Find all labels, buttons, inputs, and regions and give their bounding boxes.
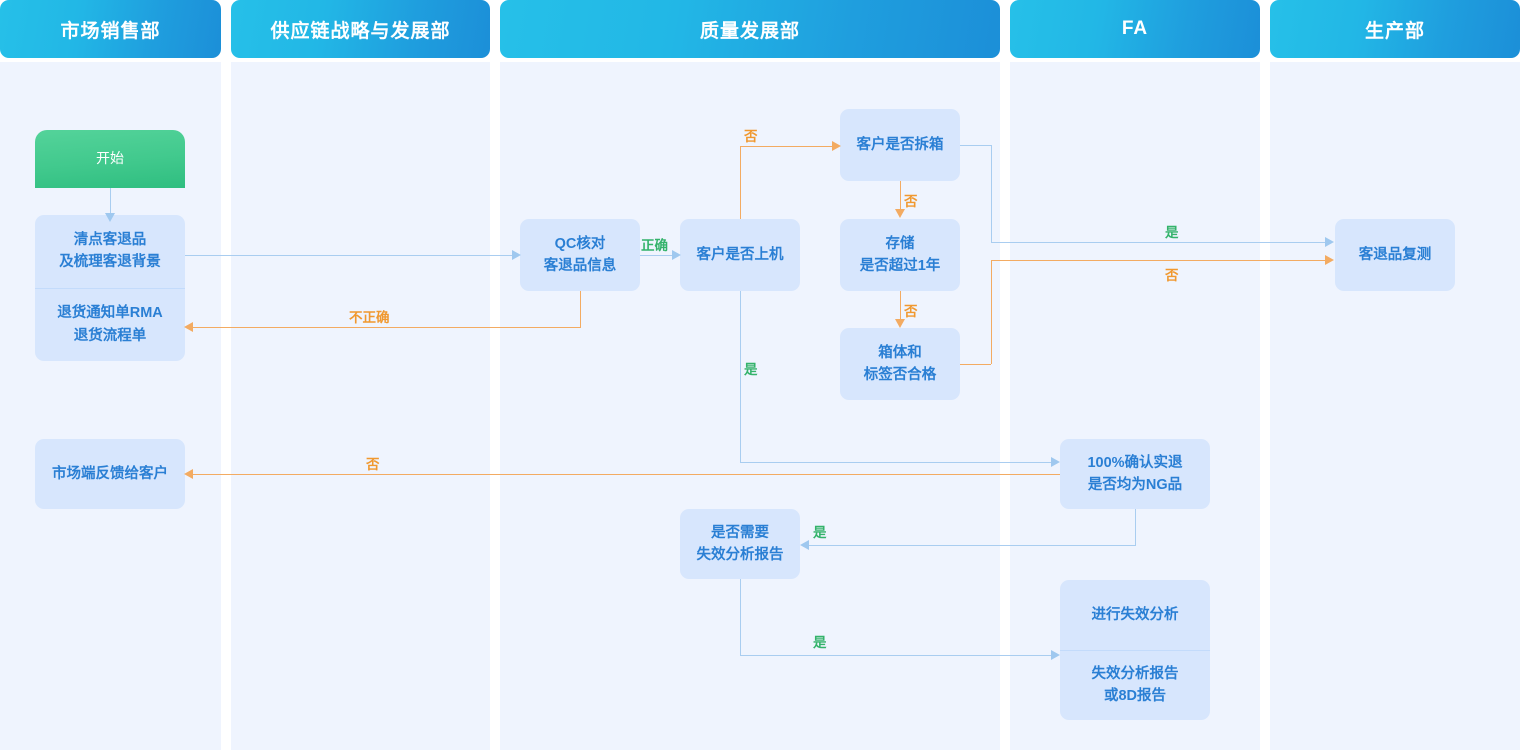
edge-confirm-yes-h xyxy=(808,545,1136,546)
edge-onmachine-yes-h xyxy=(740,462,1053,463)
edge-label-storage-no: 否 xyxy=(904,304,918,319)
node-label-line1: QC核对 xyxy=(554,235,606,252)
node-label-line2: 及梳理客退背景 xyxy=(59,254,161,271)
node-retest-returned-goods[interactable]: 客退品复测 xyxy=(1335,219,1455,291)
node-label-line2: 或8D报告 xyxy=(1103,688,1167,705)
edge-unboxed-yes-h1 xyxy=(960,145,991,146)
node-box-and-label-ok[interactable]: 箱体和 标签否合格 xyxy=(840,328,960,400)
node-label-line2: 失效分析报告 xyxy=(696,547,784,563)
edge-count-to-qc xyxy=(185,255,514,256)
arrowhead-down-orange xyxy=(894,319,905,328)
node-label-line1: 市场端反馈给客户 xyxy=(52,465,168,482)
node-market-feedback-customer[interactable]: 市场端反馈给客户 xyxy=(35,439,185,509)
edge-storage-no xyxy=(900,291,901,321)
arrowhead-right xyxy=(1051,649,1060,660)
node-label-line1: 客退品复测 xyxy=(1358,246,1432,263)
arrowhead-right-orange xyxy=(1325,254,1334,265)
node-label-line2: 标签否合格 xyxy=(863,367,937,383)
node-label-line1: 是否需要 xyxy=(711,524,769,541)
lane-body xyxy=(231,62,490,750)
node-start[interactable]: 开始 xyxy=(35,130,185,188)
lane-supply-chain: 供应链战略与发展部 xyxy=(231,0,490,750)
node-label-line1: 进行失效分析 xyxy=(1091,606,1179,623)
edge-qc-to-onmachine xyxy=(640,255,674,256)
node-label-line1: 存储 xyxy=(885,235,915,252)
node-need-failure-analysis-report[interactable]: 是否需要 失效分析报告 xyxy=(680,509,800,579)
edge-label-onmachine-yes: 是 xyxy=(744,362,758,377)
lane-market-sales: 市场销售部 xyxy=(0,0,221,750)
lane-header-quality: 质量发展部 xyxy=(500,0,1000,58)
node-customer-unboxed[interactable]: 客户是否拆箱 xyxy=(840,109,960,181)
lane-production: 生产部 xyxy=(1270,0,1520,750)
edge-confirm-yes-v xyxy=(1135,509,1136,545)
node-group-failure-analysis[interactable]: 进行失效分析 失效分析报告 或8D报告 xyxy=(1060,580,1210,720)
edge-confirm-no xyxy=(192,474,1060,475)
edge-unboxed-yes-v xyxy=(991,145,992,242)
arrowhead-left-orange xyxy=(184,321,193,332)
edge-label-correct: 正确 xyxy=(641,238,668,253)
edge-needfa-yes-h xyxy=(740,655,1053,656)
edge-label-market-no: 否 xyxy=(366,457,380,472)
edge-onmachine-yes-v xyxy=(740,285,741,462)
edge-unboxed-no xyxy=(900,181,901,211)
arrowhead-right xyxy=(1325,236,1334,247)
node-group-market-intake[interactable]: 清点客退品 及梳理客退背景 退货通知单RMA 退货流程单 xyxy=(35,215,185,361)
node-label-line1: 箱体和 xyxy=(878,344,922,361)
node-label-line1: 客户是否上机 xyxy=(696,246,784,263)
node-label-line1: 退货通知单RMA xyxy=(57,305,163,322)
node-label-line2: 是否均为NG品 xyxy=(1087,477,1183,493)
node-label: 开始 xyxy=(96,150,124,167)
edge-label-onmachine-no: 否 xyxy=(744,129,758,144)
lane-header-production: 生产部 xyxy=(1270,0,1520,58)
arrowhead-down-orange xyxy=(894,209,905,218)
node-rma-return-form[interactable]: 退货通知单RMA 退货流程单 xyxy=(35,287,185,362)
node-confirm-all-ng[interactable]: 100%确认实退 是否均为NG品 xyxy=(1060,439,1210,509)
arrowhead-right xyxy=(672,249,681,260)
edge-unboxed-yes-h2 xyxy=(991,242,1327,243)
node-failure-analysis-report[interactable]: 失效分析报告 或8D报告 xyxy=(1060,649,1210,721)
edge-label-retest-no: 否 xyxy=(1165,268,1179,283)
edge-qc-incorrect-v xyxy=(580,291,581,327)
edge-boxlabel-yes-h2 xyxy=(991,260,1327,261)
edge-label-dofa-yes: 是 xyxy=(813,635,827,650)
node-label-line1: 客户是否拆箱 xyxy=(856,136,944,153)
edge-onmachine-no-h xyxy=(740,146,834,147)
node-storage-over-1-year[interactable]: 存储 是否超过1年 xyxy=(840,219,960,291)
edge-boxlabel-yes-h1 xyxy=(960,364,991,365)
node-label-line2: 是否超过1年 xyxy=(859,258,941,274)
node-label-line2: 退货流程单 xyxy=(73,327,147,344)
node-label-line1: 100%确认实退 xyxy=(1087,454,1183,471)
arrowhead-left-orange xyxy=(184,468,193,479)
lane-header-supply-chain: 供应链战略与发展部 xyxy=(231,0,490,58)
node-label-line1: 失效分析报告 xyxy=(1091,665,1179,682)
edge-label-unboxed-no: 否 xyxy=(904,194,918,209)
node-qc-check-info[interactable]: QC核对 客退品信息 xyxy=(520,219,640,291)
node-label-line2: 客退品信息 xyxy=(543,258,617,274)
node-customer-on-machine[interactable]: 客户是否上机 xyxy=(680,219,800,291)
arrowhead-right xyxy=(1051,456,1060,467)
arrowhead-right xyxy=(512,249,521,260)
arrowhead-left xyxy=(800,539,809,550)
edge-label-retest-yes: 是 xyxy=(1165,225,1179,240)
edge-label-incorrect: 不正确 xyxy=(349,310,390,325)
node-perform-failure-analysis[interactable]: 进行失效分析 xyxy=(1060,580,1210,650)
edge-onmachine-no-v xyxy=(740,146,741,226)
lane-header-fa: FA xyxy=(1010,0,1260,58)
edge-start-to-count xyxy=(110,188,111,215)
edge-boxlabel-yes-v xyxy=(991,260,992,364)
lane-body xyxy=(1270,62,1520,750)
node-count-returned-goods[interactable]: 清点客退品 及梳理客退背景 xyxy=(35,215,185,288)
arrowhead-right-orange xyxy=(832,140,841,151)
edge-label-needfa-yes: 是 xyxy=(813,525,827,540)
edge-qc-incorrect-h xyxy=(192,327,581,328)
node-label-line1: 清点客退品 xyxy=(73,231,147,248)
lane-header-market-sales: 市场销售部 xyxy=(0,0,221,58)
edge-needfa-yes-v xyxy=(740,575,741,655)
arrowhead-down xyxy=(105,213,115,222)
